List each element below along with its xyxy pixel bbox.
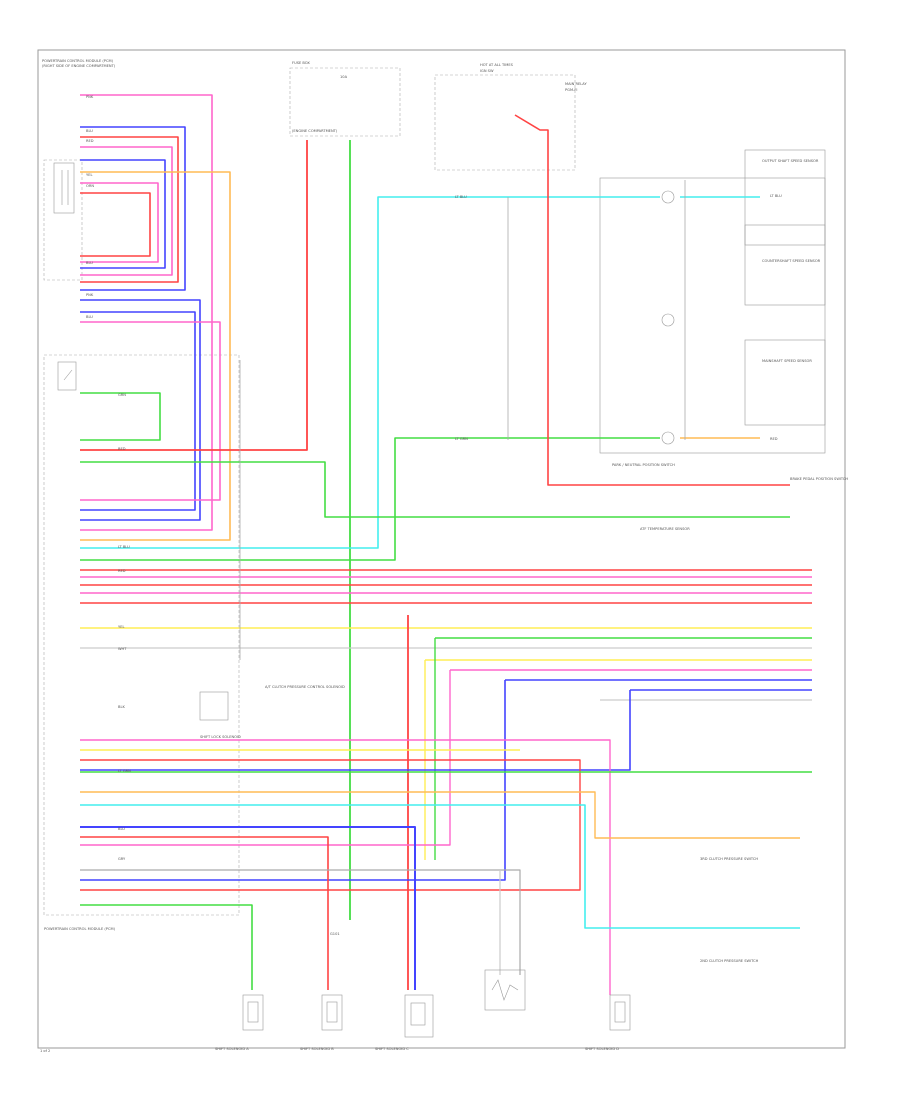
wire-lower-orange [80,791,800,839]
tag-yel-1: YEL [86,173,92,177]
fuse-box-top [289,67,401,137]
tag-wht-1: WHT [118,647,127,651]
wire-v-pink [80,670,451,846]
pcm-subtitle: (RIGHT SIDE OF ENGINE COMPARTMENT) [42,64,116,68]
ground-label: G101 [330,932,340,936]
wire-red-relay [514,114,790,486]
wire-blue-c [80,299,201,521]
hot-at-all-times-box [434,74,576,171]
right-comp-2 [744,224,826,306]
pcm-connector-b [43,354,240,916]
wire-pink-b [80,146,173,276]
tag-blu-3: BLU [86,315,93,319]
wire-cyan-top [80,196,660,549]
tag-blk-1: BLK [118,705,125,709]
shift-solenoid-b [321,994,343,1031]
shift-solenoid-c-label: SHIFT SOLENOID C [375,1047,409,1051]
atf-temp-label: ATF TEMPERATURE SENSOR [640,527,690,531]
wire-pink-d [80,321,221,501]
shift-solenoid-a [242,994,264,1031]
atf-temp-sensor [484,969,526,1011]
page-number: 1 of 2 [40,1049,50,1053]
hot-title: HOT AT ALL TIMES [480,63,514,67]
wire-blue-d [80,311,196,511]
wire-orange-a [80,171,231,541]
tag-red-4: RED [770,437,778,441]
wire-color-tags: PNK BLU RED YEL ORN BLU PNK BLU GRN RED … [86,95,782,861]
output-shaft-label: OUTPUT SHAFT SPEED SENSOR [762,159,819,163]
second-clutch-label: 2ND CLUTCH PRESSURE SWITCH [700,959,759,963]
tag-red-3: RED [118,569,126,573]
tag-ltgrn-1: LT GRN [118,769,131,773]
right-comp-3 [744,339,826,426]
countershaft-label: COUNTERSHAFT SPEED SENSOR [762,259,821,263]
wire-red-b [80,192,151,257]
wire-red-fuse [80,140,308,451]
tag-blu-1: BLU [86,129,93,133]
tag-pnk-2: PNK [86,293,94,297]
relay-sub: PGM-FI [565,88,577,92]
wire-lower-cyan [80,804,800,929]
wire-blue-a [80,126,186,291]
tag-blu-2: BLU [86,261,93,265]
shift-solenoid-d [609,994,631,1031]
tag-grn-1: GRN [118,393,126,397]
tag-gry-1: GRY [118,857,126,861]
diagram-frame [37,49,846,1049]
pcm-bottom-label: POWERTRAIN CONTROL MODULE (PCM) [44,927,116,931]
tag-ltblu-2: LT BLU [455,195,467,199]
mainshaft-label: MAINSHAFT SPEED SENSOR [762,359,812,363]
fuse-box-title: FUSE BOX [292,61,310,65]
wire-lower-gray [80,869,521,975]
brake-switch-label: BRAKE PEDAL POSITION SWITCH [790,477,848,481]
wire-lower-blue [80,826,416,990]
tag-red-2: RED [118,447,126,451]
wire-lower-red [80,759,581,891]
shift-solenoid-c [404,994,434,1038]
wire-red-a [80,136,179,283]
atf-switch-label: A/T CLUTCH PRESSURE CONTROL SOLENOID [265,685,345,689]
shift-lock-label: SHIFT LOCK SOLENOID [200,735,241,739]
pcm-title: POWERTRAIN CONTROL MODULE (PCM) [42,59,114,63]
tag-ltblu-1: LT BLU [118,545,130,549]
third-clutch-label: 3RD CLUTCH PRESSURE SWITCH [700,857,758,861]
connector-c1 [661,190,675,204]
tag-yel-2: YEL [118,625,124,629]
connector-c2 [661,313,675,327]
wire-lower-pink [80,739,611,995]
wire-green-brake [80,461,790,518]
park-neutral-label: PARK / NEUTRAL POSITION SWITCH [612,463,675,467]
wire-lower-red-2 [80,836,329,990]
fuse-box-label: (ENGINE COMPARTMENT) [292,129,338,133]
tag-pnk-1: PNK [86,95,94,99]
atf-pressure-switch [199,691,229,721]
hot-sub: IGN SW [480,69,494,73]
tag-ltgrn-2: LT GRN [455,437,468,441]
pcm-connector-a [43,159,83,281]
fuse-box-fuse: 10A [340,75,348,79]
connector-c3 [661,431,675,445]
wire-pink-a [80,94,213,531]
shift-solenoid-a-label: SHIFT SOLENOID A [215,1047,249,1051]
relay-title: MAIN RELAY [565,82,587,86]
wire-green-mid [80,437,660,561]
pcm-relay-contact [57,361,77,391]
tag-ltblu-3: LT BLU [770,194,782,198]
wires-group [80,94,812,995]
wire-v-blue [80,680,506,881]
right-component-area [599,177,826,454]
shift-solenoid-d-label: SHIFT SOLENOID D [585,1047,619,1051]
tag-red-1: RED [86,139,94,143]
wire-pink-c [80,182,159,263]
pcm-terminal-block [53,162,75,214]
tag-orn-1: ORN [86,184,94,188]
shift-solenoid-b-label: SHIFT SOLENOID B [300,1047,334,1051]
wire-v-blue-2 [80,690,631,771]
wire-green-loop [80,392,161,441]
wire-lower-green-2 [80,904,253,990]
tag-blu-4: BLU [118,827,125,831]
wire-blue-b [80,159,166,269]
